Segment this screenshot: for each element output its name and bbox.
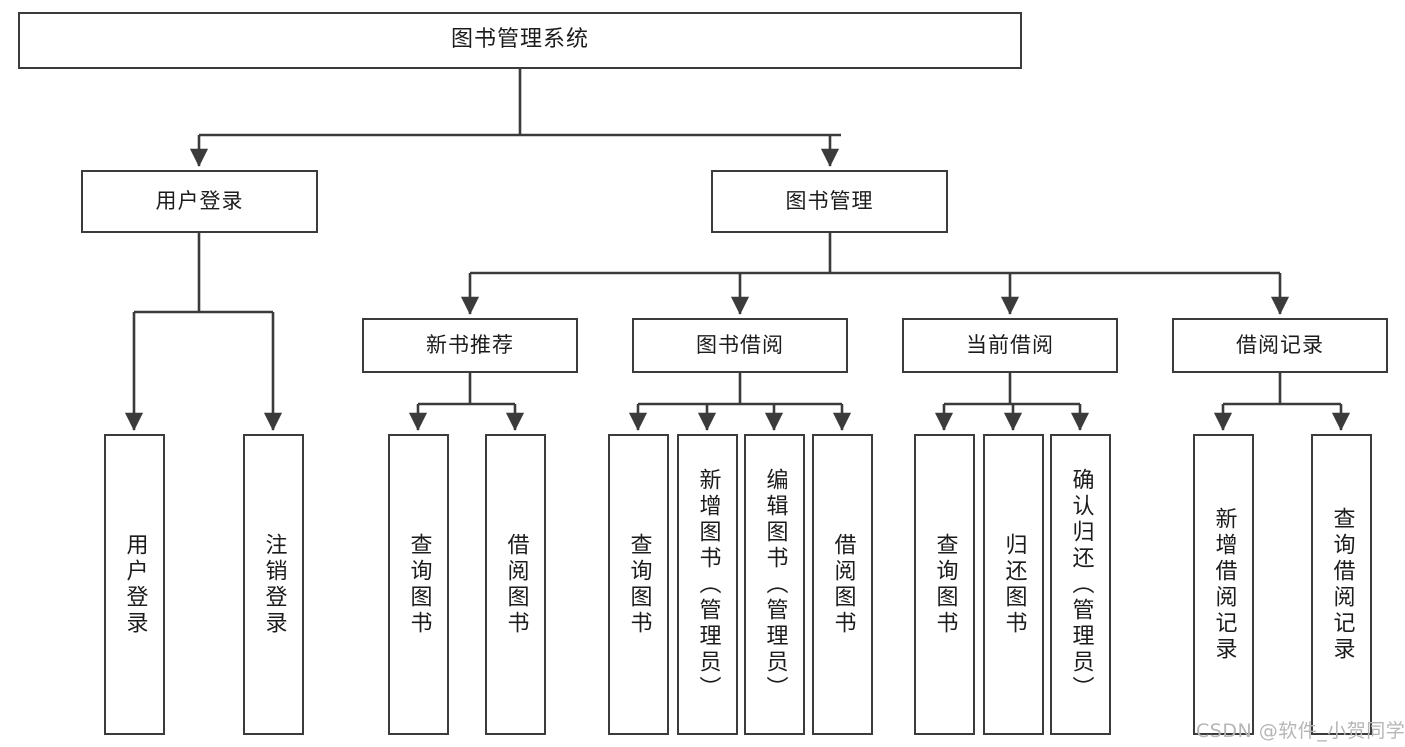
node-leaf-user-logout-label: 注销登录 [261, 532, 287, 637]
csdn-watermark: CSDN @软件_小贺同学 [1196, 720, 1405, 742]
node-leaf-add-book[interactable]: 新增图书（管理员） [677, 434, 738, 735]
node-leaf-borrow-book-2-label: 借阅图书 [830, 532, 856, 637]
node-leaf-return-book[interactable]: 归还图书 [983, 434, 1044, 735]
node-leaf-borrow-book-1-label: 借阅图书 [503, 532, 529, 637]
node-current-borrow-label: 当前借阅 [966, 332, 1054, 357]
node-leaf-add-record-label: 新增借阅记录 [1211, 506, 1237, 663]
node-new-book-rec-label: 新书推荐 [426, 332, 514, 357]
node-borrow-record-label: 借阅记录 [1236, 332, 1324, 357]
node-leaf-confirm-return[interactable]: 确认归还（管理员） [1050, 434, 1111, 735]
node-leaf-add-book-label: 新增图书（管理员） [695, 467, 721, 702]
node-borrow-record[interactable]: 借阅记录 [1172, 318, 1388, 373]
node-root-label: 图书管理系统 [450, 27, 589, 53]
node-leaf-query-book-3-label: 查询图书 [932, 532, 958, 637]
node-leaf-borrow-book-1[interactable]: 借阅图书 [485, 434, 546, 735]
node-book-borrow[interactable]: 图书借阅 [632, 318, 848, 373]
node-leaf-edit-book-label: 编辑图书（管理员） [762, 467, 788, 702]
node-leaf-user-logout[interactable]: 注销登录 [243, 434, 304, 735]
node-user-login-label: 用户登录 [155, 188, 244, 213]
node-book-manage[interactable]: 图书管理 [711, 170, 948, 233]
node-leaf-query-book-2[interactable]: 查询图书 [608, 434, 669, 735]
node-leaf-query-book-1-label: 查询图书 [406, 532, 432, 637]
node-book-manage-label: 图书管理 [785, 188, 874, 213]
node-leaf-query-book-2-label: 查询图书 [626, 532, 652, 637]
node-leaf-query-record-label: 查询借阅记录 [1329, 506, 1355, 663]
node-leaf-add-record[interactable]: 新增借阅记录 [1193, 434, 1254, 735]
node-leaf-user-login[interactable]: 用户登录 [104, 434, 165, 735]
node-current-borrow[interactable]: 当前借阅 [902, 318, 1118, 373]
node-leaf-query-book-1[interactable]: 查询图书 [388, 434, 449, 735]
node-book-borrow-label: 图书借阅 [696, 332, 784, 357]
node-leaf-return-book-label: 归还图书 [1001, 532, 1027, 637]
node-user-login[interactable]: 用户登录 [81, 170, 318, 233]
node-leaf-borrow-book-2[interactable]: 借阅图书 [812, 434, 873, 735]
node-leaf-query-book-3[interactable]: 查询图书 [914, 434, 975, 735]
node-leaf-edit-book[interactable]: 编辑图书（管理员） [744, 434, 805, 735]
node-leaf-query-record[interactable]: 查询借阅记录 [1311, 434, 1372, 735]
node-new-book-rec[interactable]: 新书推荐 [362, 318, 578, 373]
node-leaf-confirm-return-label: 确认归还（管理员） [1068, 467, 1094, 702]
node-leaf-user-login-label: 用户登录 [122, 532, 148, 637]
node-root[interactable]: 图书管理系统 [18, 12, 1022, 69]
